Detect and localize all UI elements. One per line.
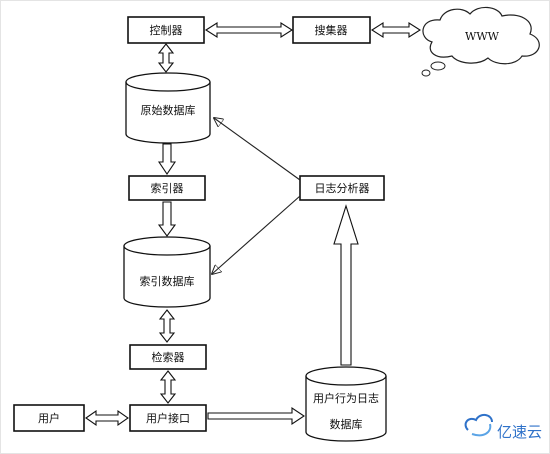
user-interface-label: 用户接口 — [146, 411, 190, 425]
user-box: 用户 — [13, 404, 85, 432]
retriever-box: 检索器 — [129, 344, 207, 370]
user-label: 用户 — [38, 411, 60, 425]
raw-database-label: 原始数据库 — [141, 103, 196, 117]
arrow-retriever-userinterface — [159, 370, 177, 404]
cloud-shape — [422, 6, 540, 65]
user-interface-box: 用户接口 — [129, 404, 207, 432]
retriever-label: 检索器 — [152, 350, 185, 364]
controller-label: 控制器 — [150, 23, 183, 37]
arrow-rawdb-indexer — [157, 143, 177, 175]
watermark: 亿速云 — [464, 414, 542, 441]
arrow-indexdb-retriever — [158, 309, 176, 343]
arrow-collector-www — [370, 21, 422, 39]
cloud-bubble-large — [430, 61, 446, 71]
arrow-controller-collector — [204, 21, 294, 39]
watermark-logo-icon — [464, 414, 493, 437]
arrow-controller-rawdb — [157, 43, 175, 73]
index-database-label: 索引数据库 — [140, 274, 195, 288]
behavior-log-database-cylinder: 用户行为日志 数据库 — [305, 366, 387, 442]
behavior-log-label-line1: 用户行为日志 — [313, 391, 379, 405]
indexer-box: 索引器 — [128, 175, 206, 201]
arrow-user-userinterface — [85, 409, 129, 427]
index-database-cylinder: 索引数据库 — [123, 236, 211, 308]
cloud-bubble-small — [421, 69, 431, 77]
www-label: WWW — [465, 30, 500, 43]
log-analyzer-box: 日志分析器 — [299, 175, 385, 201]
collector-label: 搜集器 — [315, 23, 348, 37]
controller-box: 控制器 — [127, 16, 205, 44]
arrow-indexer-indexdb — [157, 201, 177, 237]
collector-box: 搜集器 — [292, 16, 371, 44]
arrow-loganalyzer-indexdb — [212, 195, 301, 274]
watermark-text: 亿速云 — [497, 423, 542, 441]
arrow-loganalyzer-rawdb — [214, 118, 301, 181]
arrow-behaviordb-loganalyzer — [333, 204, 359, 366]
log-analyzer-label: 日志分析器 — [315, 181, 370, 195]
indexer-label: 索引器 — [151, 181, 184, 195]
www-cloud: WWW — [421, 6, 540, 77]
behavior-log-label-line2: 数据库 — [330, 417, 363, 431]
arrow-userinterface-behaviordb — [207, 406, 305, 426]
raw-database-cylinder: 原始数据库 — [125, 72, 211, 144]
